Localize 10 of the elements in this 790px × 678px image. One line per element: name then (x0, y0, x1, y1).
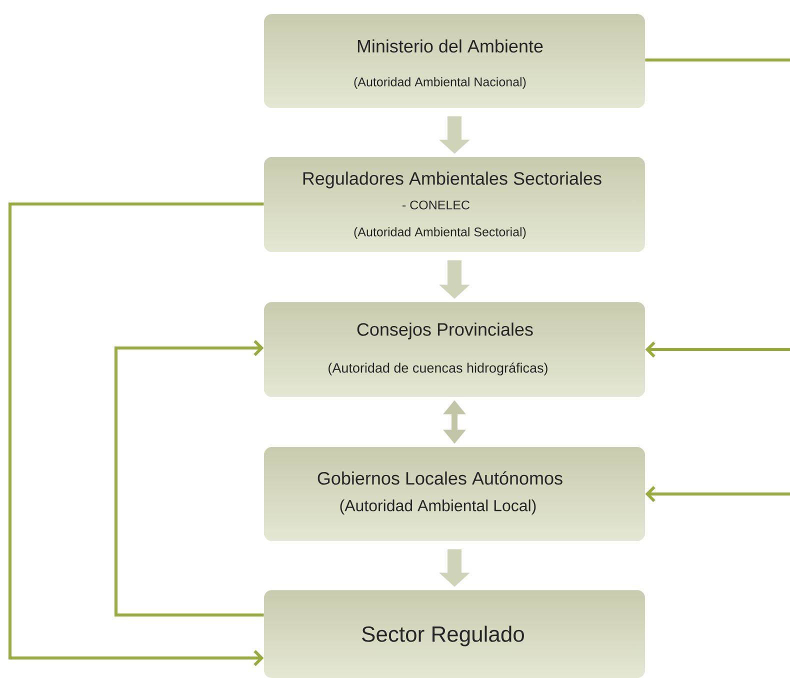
connector-arrow (645, 341, 790, 358)
organization-box: Consejos Provinciales (Autoridad de cuencas hidrográficas) (264, 302, 645, 397)
organization-box: Ministerio del Ambiente (Autoridad Ambiental Nacional) (264, 14, 645, 108)
organization-box: Gobiernos Locales Autónomos (Autoridad Ambiental Local) (264, 447, 645, 541)
connector-arrow (114, 340, 264, 616)
organization-box: Reguladores Ambientales Sectoriales - CONELEC (Autoridad Ambiental Sectorial) (264, 157, 645, 252)
connector-line (645, 58, 790, 62)
organization-box: Sector Regulado (264, 590, 645, 678)
connector-arrow (8, 202, 264, 666)
connector-arrow (645, 486, 790, 502)
